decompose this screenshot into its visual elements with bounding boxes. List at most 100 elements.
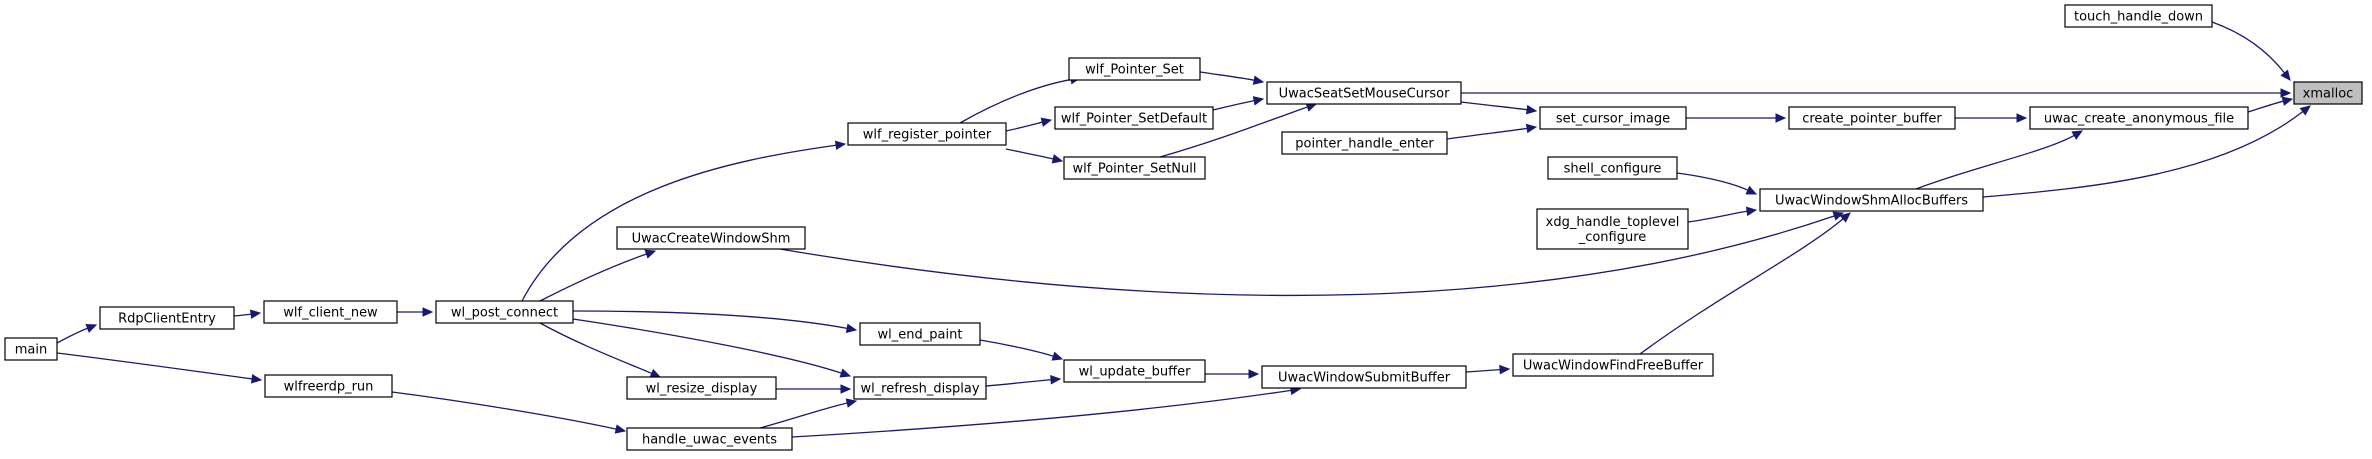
node-uwac-window-shm-alloc-buffers[interactable]: UwacWindowShmAllocBuffers — [1759, 188, 1984, 212]
edge-line — [539, 253, 647, 302]
edge-line — [1212, 100, 1255, 111]
node-label: touch_handle_down — [2074, 10, 2203, 25]
node-uwac-create-anonymous-file[interactable]: uwac_create_anonymous_file — [2029, 106, 2249, 130]
edge-line — [521, 144, 837, 302]
edge-wl-post-connect-to-wl-resize-display — [539, 322, 662, 378]
arrow-head — [1051, 351, 1064, 361]
node-xdg-handle-toplevel-configure[interactable]: xdg_handle_toplevel_configure — [1536, 208, 1689, 250]
edge-shell-configure-to-uwac-window-shm-alloc-buffers — [1676, 172, 1758, 195]
edge-touch-handle-down-to-xmalloc — [2211, 21, 2291, 81]
edge-wlf-client-new-to-wl-post-connect — [396, 307, 434, 317]
node-box — [847, 122, 1007, 146]
edge-line — [779, 215, 1835, 297]
arrow-head — [250, 374, 263, 384]
node-set-cursor-image[interactable]: set_cursor_image — [1539, 106, 1687, 130]
node-wl-end-paint[interactable]: wl_end_paint — [859, 322, 981, 346]
node-box — [4, 337, 58, 361]
node-label: wl_refresh_display — [860, 382, 979, 397]
node-box — [1063, 156, 1206, 180]
edge-wl-update-buffer-to-uwac-window-submit-buffer — [1204, 369, 1260, 379]
arrow-head — [1252, 96, 1265, 106]
edge-line — [1460, 101, 1528, 111]
node-label: wl_post_connect — [451, 306, 558, 321]
node-label: pointer_handle_enter — [1295, 137, 1434, 152]
node-xmalloc[interactable]: xmalloc — [2293, 81, 2363, 105]
arrow-head — [1745, 185, 1758, 195]
node-box — [2029, 106, 2249, 130]
edge-line — [1446, 127, 1528, 140]
edge-pointer-handle-enter-to-set-cursor-image — [1446, 123, 1538, 140]
node-box — [626, 376, 777, 400]
node-box — [626, 427, 793, 451]
node-label: UwacSeatSetMouseCursor — [1279, 87, 1450, 102]
node-label: xdg_handle_toplevel — [1546, 215, 1680, 230]
arrow-head — [1832, 211, 1845, 221]
node-wlf-pointer-set-null[interactable]: wlf_Pointer_SetNull — [1063, 156, 1206, 180]
node-wlf-pointer-set-default[interactable]: wlf_Pointer_SetDefault — [1054, 106, 1214, 130]
edge-line — [1159, 106, 1308, 158]
arrow-head — [1775, 113, 1787, 123]
edge-line — [1199, 71, 1255, 81]
node-box — [1788, 106, 1956, 130]
edge-wl-end-paint-to-wl-update-buffer — [979, 339, 1064, 361]
node-label: xmalloc — [2303, 87, 2354, 102]
node-box — [1063, 359, 1206, 383]
node-label: UwacWindowSubmitBuffer — [1278, 371, 1451, 386]
node-uwac-seat-set-mouse-cursor[interactable]: UwacSeatSetMouseCursor — [1266, 81, 1462, 105]
node-label: _configure — [1578, 230, 1647, 245]
node-label: wl_update_buffer — [1079, 365, 1191, 380]
arrow-head — [2280, 69, 2291, 81]
node-layer: xmalloc touch_handle_downUwacSeatSetMouse… — [4, 4, 2363, 451]
node-wl-refresh-display[interactable]: wl_refresh_display — [853, 376, 987, 400]
node-wlf-pointer-set[interactable]: wlf_Pointer_Set — [1068, 57, 1201, 81]
node-box — [99, 306, 235, 330]
arrow-head — [1525, 104, 1538, 115]
node-rdp-client-entry[interactable]: RdpClientEntry — [99, 306, 235, 330]
arrow-head — [649, 368, 662, 378]
edge-uwac-seat-set-mouse-cursor-to-xmalloc — [1461, 88, 2292, 98]
node-uwac-window-submit-buffer[interactable]: UwacWindowSubmitBuffer — [1261, 365, 1467, 389]
node-uwac-create-window-shm[interactable]: UwacCreateWindowShm — [616, 226, 806, 250]
node-label: wlfreerdp_run — [284, 380, 374, 395]
node-wl-post-connect[interactable]: wl_post_connect — [435, 300, 574, 324]
node-create-pointer-buffer[interactable]: create_pointer_buffer — [1788, 106, 1956, 130]
edge-layer — [56, 21, 2311, 438]
edge-line — [979, 339, 1054, 357]
node-shell-configure[interactable]: shell_configure — [1547, 156, 1678, 180]
node-wlf-register-pointer[interactable]: wlf_register_pointer — [847, 122, 1007, 146]
node-wl-resize-display[interactable]: wl_resize_display — [626, 376, 777, 400]
node-wlfreerdp-run[interactable]: wlfreerdp_run — [264, 374, 393, 398]
edge-wlf-pointer-set-to-uwac-seat-set-mouse-cursor — [1199, 71, 1265, 85]
edge-line — [1915, 134, 2075, 190]
edge-wlf-pointer-set-null-to-uwac-seat-set-mouse-cursor — [1159, 102, 1318, 158]
node-label: wlf_Pointer_Set — [1085, 63, 1184, 78]
edge-line — [791, 389, 1292, 438]
node-handle-uwac-events[interactable]: handle_uwac_events — [626, 427, 793, 451]
edge-line — [959, 78, 1072, 124]
edge-line — [1005, 121, 1043, 132]
node-label: UwacCreateWindowShm — [632, 232, 791, 247]
node-label: wl_resize_display — [646, 382, 758, 397]
edge-wl-post-connect-to-wlf-register-pointer — [521, 140, 847, 302]
edge-wlfreerdp-run-to-handle-uwac-events — [391, 391, 627, 434]
arrow-head — [1839, 212, 1851, 223]
node-wlf-client-new[interactable]: wlf_client_new — [263, 300, 398, 324]
node-pointer-handle-enter[interactable]: pointer_handle_enter — [1281, 131, 1448, 155]
node-label: wlf_Pointer_SetDefault — [1061, 112, 1207, 127]
edge-wl-refresh-display-to-wl-update-buffer — [985, 375, 1062, 387]
edge-uwac-seat-set-mouse-cursor-to-set-cursor-image — [1460, 101, 1538, 115]
arrow-head — [845, 398, 858, 408]
edge-line — [539, 322, 652, 375]
node-box — [1266, 81, 1462, 105]
node-label: UwacWindowShmAllocBuffers — [1775, 194, 1968, 209]
node-box — [2293, 81, 2363, 105]
arrow-head — [644, 249, 657, 259]
edge-uwac-window-submit-buffer-to-uwac-window-find-free-buffer — [1465, 364, 1511, 375]
node-main[interactable]: main — [4, 337, 58, 361]
edge-line — [1982, 111, 2304, 198]
edge-main-to-wlfreerdp-run — [56, 352, 263, 384]
node-wl-update-buffer[interactable]: wl_update_buffer — [1063, 359, 1206, 383]
node-uwac-window-find-free-buffer[interactable]: UwacWindowFindFreeBuffer — [1512, 353, 1714, 377]
node-touch-handle-down[interactable]: touch_handle_down — [2064, 4, 2213, 28]
